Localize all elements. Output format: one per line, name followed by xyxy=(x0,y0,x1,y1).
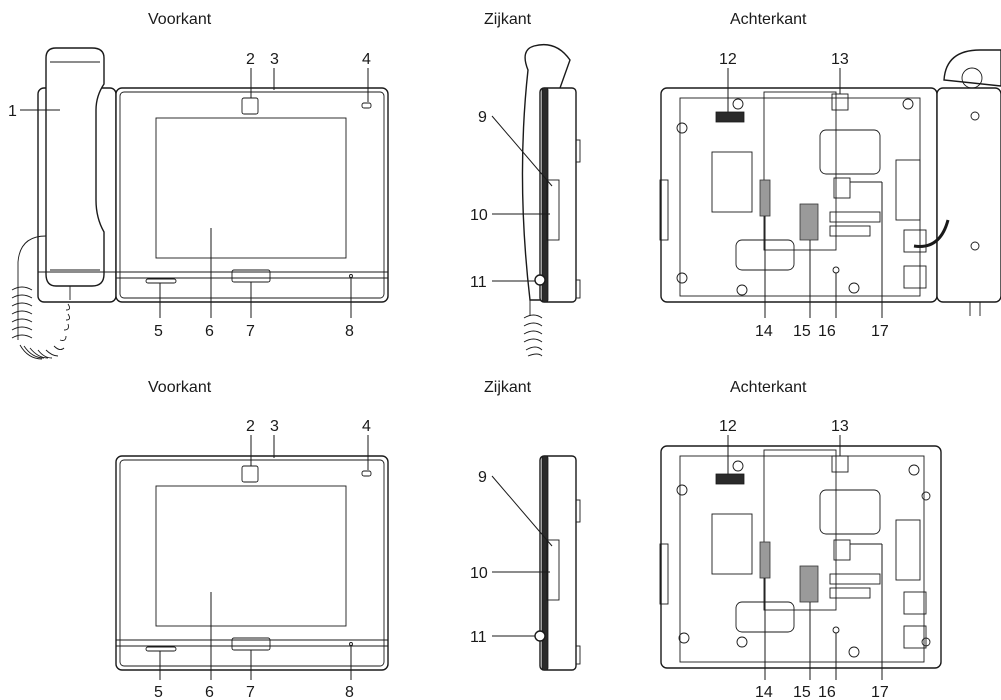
callout-1-top: 1 xyxy=(8,103,17,120)
callout-3-top: 3 xyxy=(270,51,279,68)
callout-15-top: 15 xyxy=(793,323,811,340)
callout-16-top: 16 xyxy=(818,323,836,340)
callout-6-bottom: 6 xyxy=(205,684,214,700)
callout-11-bottom: 11 xyxy=(470,629,487,646)
callout-14-bottom: 14 xyxy=(755,684,773,700)
back-handset-cradle xyxy=(936,87,1001,303)
camera xyxy=(241,97,259,115)
callout-5-top: 5 xyxy=(154,323,163,340)
callout-10-bottom: 10 xyxy=(470,565,488,582)
camera-bottom xyxy=(241,465,259,483)
status-led xyxy=(361,102,372,109)
callout-17-top: 17 xyxy=(871,323,889,340)
back-view-without-handset xyxy=(659,445,942,669)
front-view-without-handset xyxy=(115,455,389,671)
heading-front-top: Voorkant xyxy=(148,11,212,28)
callout-7-bottom: 7 xyxy=(246,684,255,700)
front-top-callouts: 1 2 3 4 5 6 7 8 xyxy=(8,51,371,340)
callout-11-top: 11 xyxy=(470,274,487,291)
back-top-callouts: 12 13 14 15 16 17 xyxy=(719,51,889,340)
back-terminal-14-bottom xyxy=(759,541,771,579)
back-center-panel-bottom xyxy=(763,449,837,611)
callout-5-bottom: 5 xyxy=(154,684,163,700)
handset xyxy=(45,47,105,287)
side-jack xyxy=(534,274,546,286)
callout-13-top: 13 xyxy=(831,51,849,68)
heading-back-bottom: Achterkant xyxy=(730,379,807,396)
side-body xyxy=(539,87,577,303)
heading-back-top: Achterkant xyxy=(730,11,807,28)
status-led-bottom xyxy=(361,470,372,477)
screen-bottom xyxy=(155,485,347,627)
screen xyxy=(155,117,347,259)
back-switch-17-bottom xyxy=(833,539,851,561)
side-slot-bottom xyxy=(546,539,560,601)
side-top-callouts: 9 10 11 xyxy=(470,109,553,291)
front-bottom-callouts: 2 3 4 5 6 7 8 xyxy=(154,418,371,700)
callout-9-bottom: 9 xyxy=(478,469,487,486)
callout-14-top: 14 xyxy=(755,323,773,340)
callout-2-top: 2 xyxy=(246,51,255,68)
callout-3-bottom: 3 xyxy=(270,418,279,435)
callout-8-bottom: 8 xyxy=(345,684,354,700)
back-view-with-handset xyxy=(659,49,1001,316)
callout-13-bottom: 13 xyxy=(831,418,849,435)
heading-side-bottom: Zijkant xyxy=(484,379,532,396)
side-view-with-handset xyxy=(521,43,581,357)
back-terminal-15-bottom xyxy=(799,565,819,603)
front-body-bottom xyxy=(115,455,389,671)
back-connector-12-bottom xyxy=(715,473,745,485)
back-center-panel xyxy=(763,91,837,251)
speaker-slot xyxy=(145,278,177,284)
callout-6-top: 6 xyxy=(205,323,214,340)
callout-9-top: 9 xyxy=(478,109,487,126)
heading-side-top: Zijkant xyxy=(484,11,532,28)
side-coiled-cord xyxy=(523,300,543,357)
callout-10-top: 10 xyxy=(470,207,488,224)
side-slot xyxy=(546,179,560,241)
side-body-bottom xyxy=(539,455,577,671)
callout-4-top: 4 xyxy=(362,51,371,68)
callout-12-top: 12 xyxy=(719,51,737,68)
back-terminal-14 xyxy=(759,179,771,217)
callout-2-bottom: 2 xyxy=(246,418,255,435)
side-bottom-callouts: 9 10 11 xyxy=(470,469,553,646)
coiled-cord xyxy=(11,286,71,360)
front-view-with-handset xyxy=(11,47,389,360)
back-bottom-callouts: 12 13 14 15 16 17 xyxy=(719,418,889,700)
back-body-bottom xyxy=(660,445,942,669)
side-view-without-handset xyxy=(534,455,581,671)
callout-4-bottom: 4 xyxy=(362,418,371,435)
callout-8-top: 8 xyxy=(345,323,354,340)
microphone-hole xyxy=(349,274,353,278)
heading-front-bottom: Voorkant xyxy=(148,379,212,396)
front-body xyxy=(115,87,389,303)
back-switch-17 xyxy=(833,177,851,199)
callout-15-bottom: 15 xyxy=(793,684,811,700)
callout-7-top: 7 xyxy=(246,323,255,340)
side-jack-bottom xyxy=(534,630,546,642)
speaker-slot-bottom xyxy=(145,646,177,652)
microphone-hole-bottom xyxy=(349,642,353,646)
callout-17-bottom: 17 xyxy=(871,684,889,700)
callout-12-bottom: 12 xyxy=(719,418,737,435)
callout-16-bottom: 16 xyxy=(818,684,836,700)
back-connector-12 xyxy=(715,111,745,123)
back-terminal-15 xyxy=(799,203,819,241)
